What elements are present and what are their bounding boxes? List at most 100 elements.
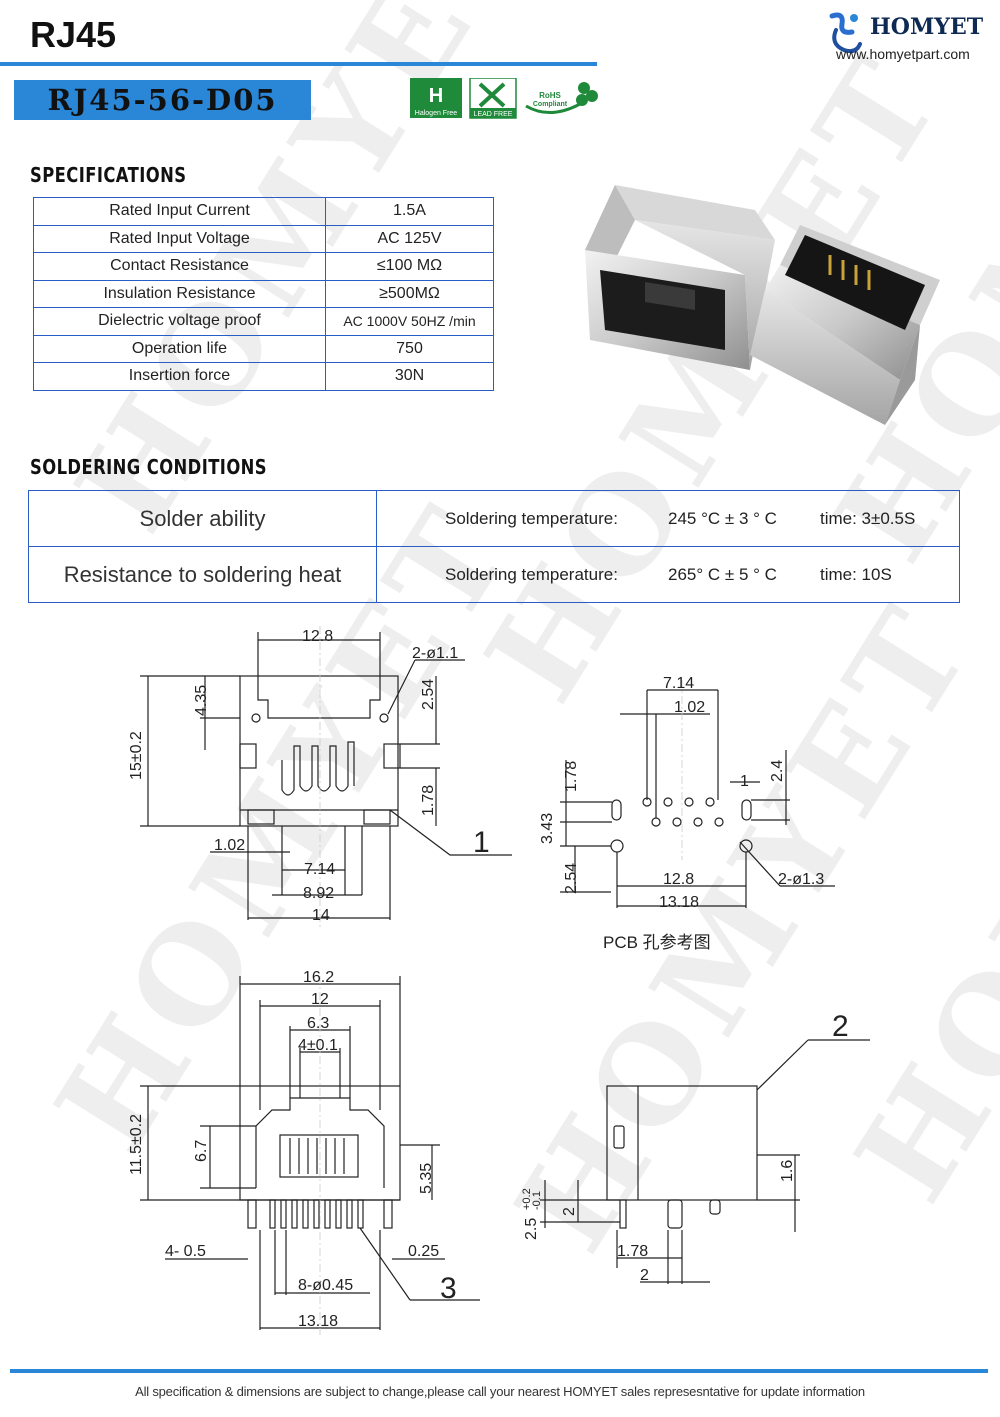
dim-label: 8-ø0.45 [298,1277,353,1294]
front-view [140,632,512,920]
spec-label: Operation life [33,334,326,363]
table-row: Resistance to soldering heat Soldering t… [28,546,960,603]
halogen-free-icon: H Halogen Free [410,78,462,118]
callout-number: 1 [473,826,490,859]
dim-label: 12.8 [663,871,694,888]
spec-label: Dielectric voltage proof [33,307,326,336]
contact-slots [289,1138,345,1174]
spec-label: Insulation Resistance [33,279,326,308]
table-row: Solder ability Soldering temperature: 24… [28,490,960,547]
rohs-icon: RoHS Compliant [525,82,598,114]
brand-name: HOMYET [870,14,984,40]
dim-label: 13.18 [298,1313,338,1330]
pcb-layout-view [560,689,835,908]
dim-label: 1.6 [779,1160,796,1182]
temp-label: Soldering temperature: [445,565,618,584]
dim-label: 11.5±0.2 [128,1114,145,1175]
spec-label: Rated Input Voltage [33,224,326,253]
spec-value: 30N [325,362,494,391]
solder-label: Solder ability [28,490,377,547]
side-view [540,1039,870,1284]
dim-label: 7.14 [663,675,694,692]
lead-label: LEAD FREE [474,111,513,118]
dim-label: 4.35 [193,685,210,716]
spec-value: 750 [325,334,494,363]
temp-label: Soldering temperature: [445,509,618,528]
dim-label: 2.54 [420,679,437,710]
dim-label: 2-ø1.3 [778,871,824,888]
dim-label: 16.2 [303,969,334,986]
dim-label: 2 [640,1267,649,1284]
technical-drawing: 12.8 2-ø1.1 4.35 15±0.2 2.54 1.78 1.02 7… [128,626,870,1335]
dim-label: 1.02 [674,699,705,716]
dim-label: 14 [312,907,330,924]
dim-label: 1 [740,773,749,790]
pcb-caption: PCB 孔参考图 [603,933,711,952]
brand-website: www.homyetpart.com [836,46,970,62]
dim-label: 2.4 [769,760,786,782]
spec-value: AC 1000V 50HZ /min [325,307,494,336]
dim-label: 2 [561,1207,578,1216]
dim-label: 6.3 [307,1015,329,1032]
time-value: time: 3±0.5S [820,509,916,528]
pcb-holes [610,797,753,853]
dim-label: 4±0.1 [298,1037,338,1054]
solder-label: Resistance to soldering heat [28,546,377,603]
spec-value: 1.5A [325,197,494,226]
callout-number: 2 [832,1010,849,1043]
dim-label: 1.78 [563,761,580,792]
dim-label: 8.92 [303,885,334,902]
dim-label: 2-ø1.1 [412,645,458,662]
spec-label: Insertion force [33,362,326,391]
dim-label: 1.78 [420,785,437,816]
brand-logo: HOMYET www.homyetpart.com [826,8,991,64]
spec-label: Rated Input Current [33,197,326,226]
dim-label: 12 [311,991,329,1008]
svg-text:H: H [429,85,443,107]
specifications-title: SPECIFICATIONS [30,163,187,187]
contact-pins [281,741,355,796]
dim-label: 4- 0.5 [165,1243,206,1260]
dim-label: 0.25 [408,1243,439,1260]
dim-label: 2.54 [563,863,580,894]
callout-number: 3 [440,1272,457,1305]
footer-disclaimer: All specification & dimensions are subje… [135,1384,865,1399]
solder-value: Soldering temperature: 265° C ± 5 ° C ti… [376,546,960,603]
soldering-title: SOLDERING CONDITIONS [30,455,268,479]
rear-view [140,976,480,1330]
compliance-badges: H Halogen Free LEAD FREE RoHS Compliant [410,78,598,119]
header-rule [0,62,597,66]
time-value: time: 10S [820,565,892,584]
spec-value: AC 125V [325,224,494,253]
model-banner: RJ45-56-D05 [14,80,311,120]
dim-label: +0.2 [521,1188,533,1210]
dim-label: 3.43 [539,813,556,844]
dim-label: 7.14 [304,861,335,878]
dim-label: 1.02 [214,837,245,854]
halogen-label: Halogen Free [415,110,458,117]
dim-label: 2.5 [523,1218,540,1240]
dim-label: 6.7 [193,1140,210,1162]
spec-value: ≤100 MΩ [325,252,494,281]
dim-label: 13.18 [659,894,699,911]
rohs-label: RoHS [539,91,561,100]
dim-label: -0.1 [531,1191,543,1210]
lead-free-icon: LEAD FREE [469,78,517,119]
temp-value: 245 °C ± 3 ° C [668,509,777,528]
table-row: Insulation Resistance≥500MΩ [33,279,494,308]
solder-value: Soldering temperature: 245 °C ± 3 ° C ti… [376,490,960,547]
table-row: Contact Resistance≤100 MΩ [33,252,494,281]
spec-label: Contact Resistance [33,252,326,281]
dim-label: 5.35 [418,1163,435,1194]
product-photo [585,185,940,425]
rohs-compliant-label: Compliant [533,101,568,108]
dim-label: 1.78 [617,1243,648,1260]
spec-value: ≥500MΩ [325,279,494,308]
dim-label: 15±0.2 [128,731,145,780]
